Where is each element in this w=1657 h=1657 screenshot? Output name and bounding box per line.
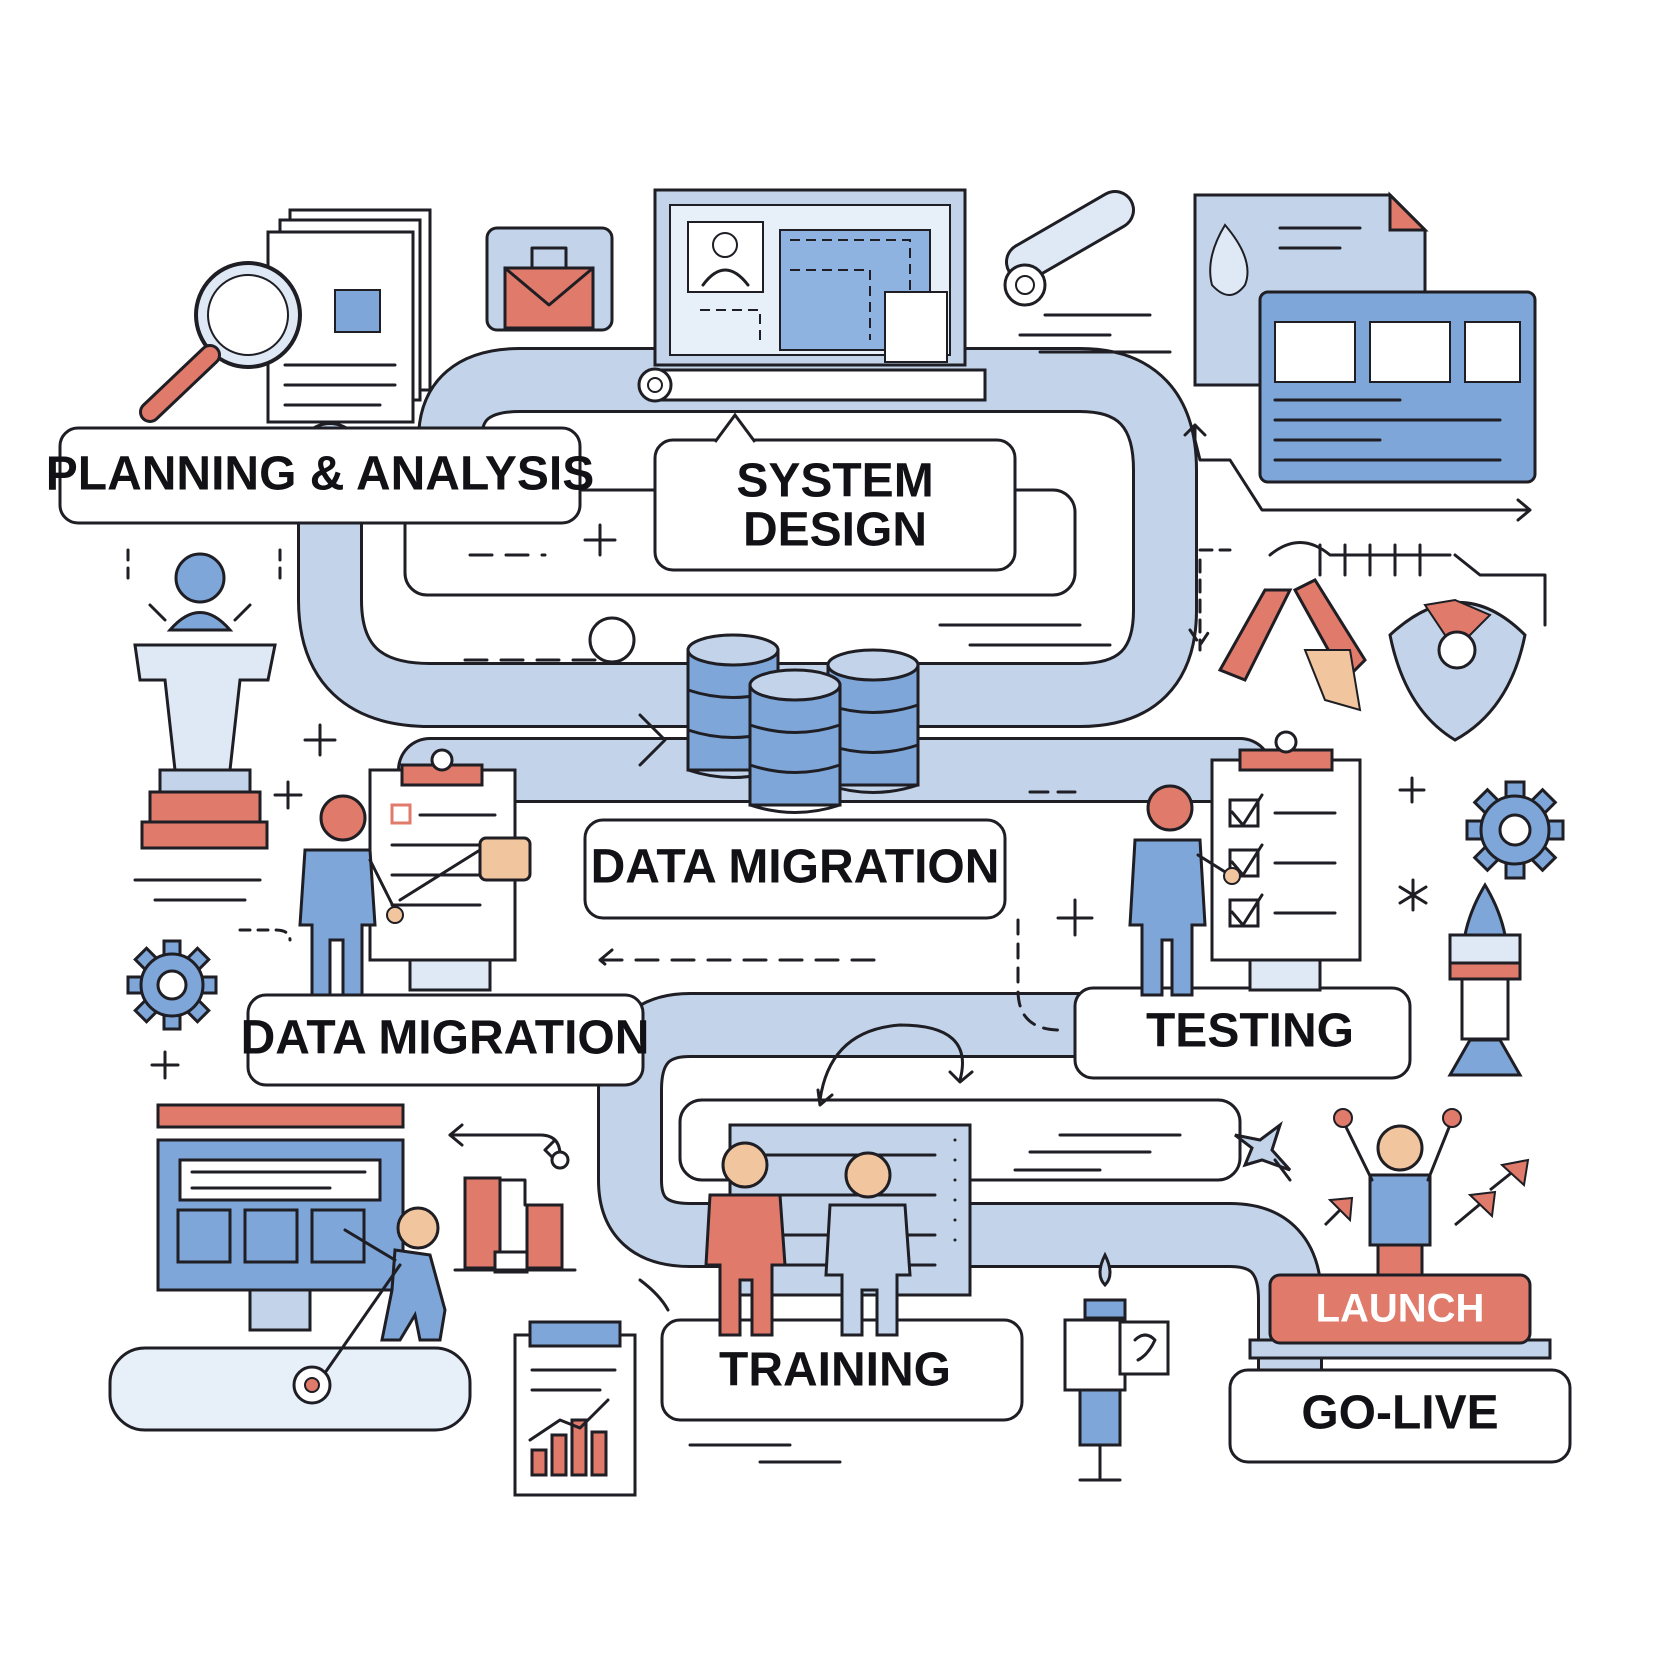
database-icon: [686, 633, 920, 814]
stage-label-data-migration-left: DATA MIGRATION: [241, 993, 650, 1087]
text-lines: [688, 1443, 842, 1464]
arrow-icon: [1489, 1158, 1530, 1192]
scroll-icon: [637, 367, 987, 403]
plus-mark: [303, 723, 337, 757]
arrow-icon: [1183, 423, 1532, 522]
testing-label: TESTING: [1146, 1005, 1354, 1058]
go-live-label: GO-LIVE: [1301, 1387, 1498, 1440]
text-lines: [1018, 313, 1172, 354]
monitor-icon: [108, 1103, 472, 1432]
report-icon: [513, 1320, 637, 1497]
bar-chart-icon: [448, 1123, 577, 1274]
mechanic-person-icon: [318, 1206, 447, 1382]
documents-icon: [266, 208, 432, 424]
star-mark: [1398, 878, 1428, 912]
briefcase-icon: [485, 226, 614, 332]
launch-banner: LAUNCH: [1248, 1273, 1552, 1360]
plus-mark: [1056, 898, 1094, 937]
arrow-icon: [598, 948, 887, 972]
arrow-icon: [1454, 1190, 1497, 1227]
tester-person-icon: [1128, 784, 1241, 997]
gear-icon: [1465, 780, 1565, 880]
stage-label-testing: TESTING: [1073, 986, 1412, 1080]
blueprint-monitor-icon: [653, 188, 967, 367]
dashboard-window-icon: [1258, 290, 1537, 484]
person-icon: [298, 794, 532, 997]
pen-nib-icon: [1447, 882, 1523, 1077]
connector-line: [638, 1278, 670, 1312]
connector-dashes: [238, 928, 292, 942]
plus-mark: [1398, 776, 1426, 804]
stage-label-planning: PLANNING & ANALYSIS: [46, 426, 595, 525]
system-design-label-line2: DESIGN: [743, 504, 927, 557]
connector-dashes: [1016, 918, 1062, 1032]
magnifier-icon: [139, 261, 302, 423]
lamp-post-icon: [1063, 1251, 1170, 1482]
stage-label-training: TRAINING: [660, 1318, 1024, 1422]
broken-bridge-icon: [1188, 541, 1547, 712]
planning-label: PLANNING & ANALYSIS: [46, 448, 595, 501]
bird-icon: [1234, 1120, 1292, 1182]
loop-arrow-icon: [816, 1023, 974, 1107]
plus-mark: [273, 780, 303, 810]
celebrating-person-icon: [1333, 1108, 1462, 1277]
clipboard-icon: [368, 748, 517, 992]
plus-mark: [583, 523, 617, 557]
path-node: [588, 616, 636, 664]
system-design-label-line1: SYSTEM: [736, 455, 933, 508]
data-migration-center-label: DATA MIGRATION: [591, 841, 1000, 894]
plus-mark: [150, 1050, 180, 1080]
data-migration-left-label: DATA MIGRATION: [241, 1012, 650, 1065]
statue-icon: [126, 548, 282, 902]
connector-dashes: [463, 553, 602, 662]
stage-label-data-migration-center: DATA MIGRATION: [583, 818, 1007, 920]
gear-icon: [292, 1365, 332, 1405]
stage-label-system-design: SYSTEM DESIGN: [653, 412, 1017, 572]
text-lines: [1013, 1133, 1182, 1172]
checklist-icon: [1210, 730, 1362, 992]
scroll-roll-icon: [1003, 190, 1135, 307]
trainee-person-icon: [824, 1151, 912, 1337]
arrow-icon: [1323, 1196, 1354, 1227]
chevron-right-icon: [638, 713, 667, 767]
launch-label: LAUNCH: [1316, 1287, 1485, 1331]
shield-icon: [1388, 598, 1527, 742]
stage-label-go-live: GO-LIVE: [1228, 1368, 1572, 1464]
trainer-person-icon: [704, 1141, 787, 1337]
training-label: TRAINING: [719, 1344, 951, 1397]
text-lines: [938, 623, 1112, 647]
gear-icon: [126, 939, 218, 1031]
